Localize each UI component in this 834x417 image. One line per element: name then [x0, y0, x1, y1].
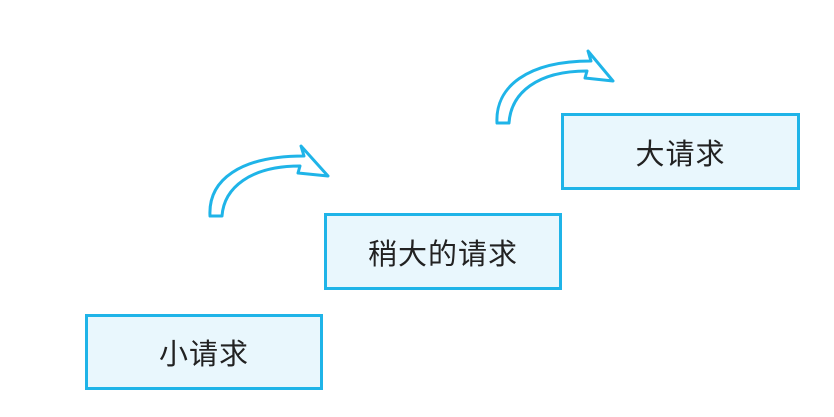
step-small-request-label: 小请求	[158, 337, 249, 371]
step-medium-request-label: 稍大的请求	[367, 236, 518, 271]
step-large-request: 大请求	[561, 113, 800, 190]
curved-arrow-icon	[208, 144, 330, 218]
step-large-request-label: 大请求	[635, 136, 726, 171]
step-small-request: 小请求	[85, 314, 323, 390]
curved-arrow-icon	[495, 49, 615, 125]
step-medium-request: 稍大的请求	[324, 213, 562, 290]
